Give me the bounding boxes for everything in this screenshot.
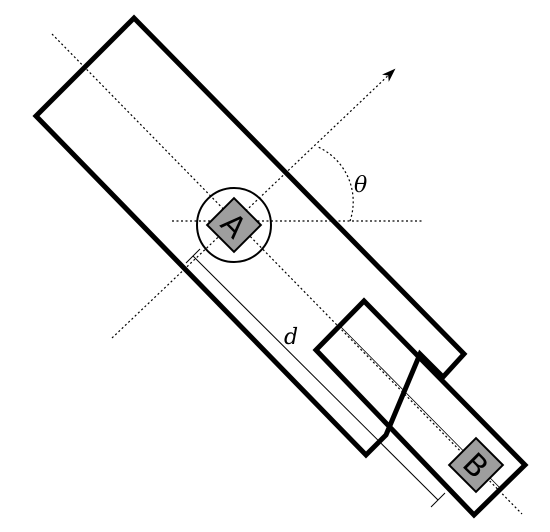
arm-axis-line (51, 33, 523, 515)
distance-tick-start (185, 248, 201, 264)
main-arm-body (32, 14, 468, 459)
angle-label: θ (354, 173, 367, 198)
distance-label: d (284, 325, 298, 350)
point-b-marker: B (447, 436, 505, 494)
distance-tick-end (430, 492, 446, 508)
direction-arrow (111, 68, 396, 339)
point-a-marker: A (205, 196, 263, 254)
sliding-arm-segment (312, 297, 529, 519)
angle-arc (317, 146, 354, 222)
pivot-circle (196, 187, 272, 263)
distance-line (192, 255, 439, 501)
